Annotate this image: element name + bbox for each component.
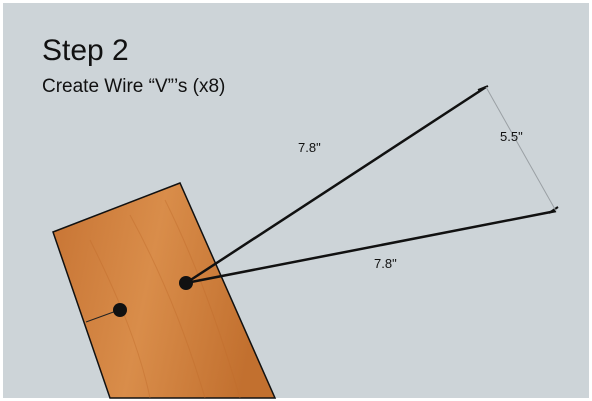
lower-wire-length-label: 7.8"	[374, 256, 397, 271]
lower-wire-tip	[548, 206, 559, 214]
wood-board	[52, 182, 277, 399]
left-hole	[113, 303, 127, 317]
opening-width-label: 5.5"	[500, 129, 523, 144]
upper-wire	[185, 85, 487, 285]
wood-grain	[89, 199, 241, 399]
step-subtitle: Create Wire “V”’s (x8)	[42, 76, 225, 97]
step-title: Step 2	[42, 34, 129, 67]
upper-wire-tip	[477, 85, 489, 91]
lower-wire	[185, 209, 557, 285]
upper-wire-length-label: 7.8"	[298, 140, 321, 155]
wire-hole	[179, 276, 193, 290]
opening-dimension-line	[485, 86, 557, 212]
